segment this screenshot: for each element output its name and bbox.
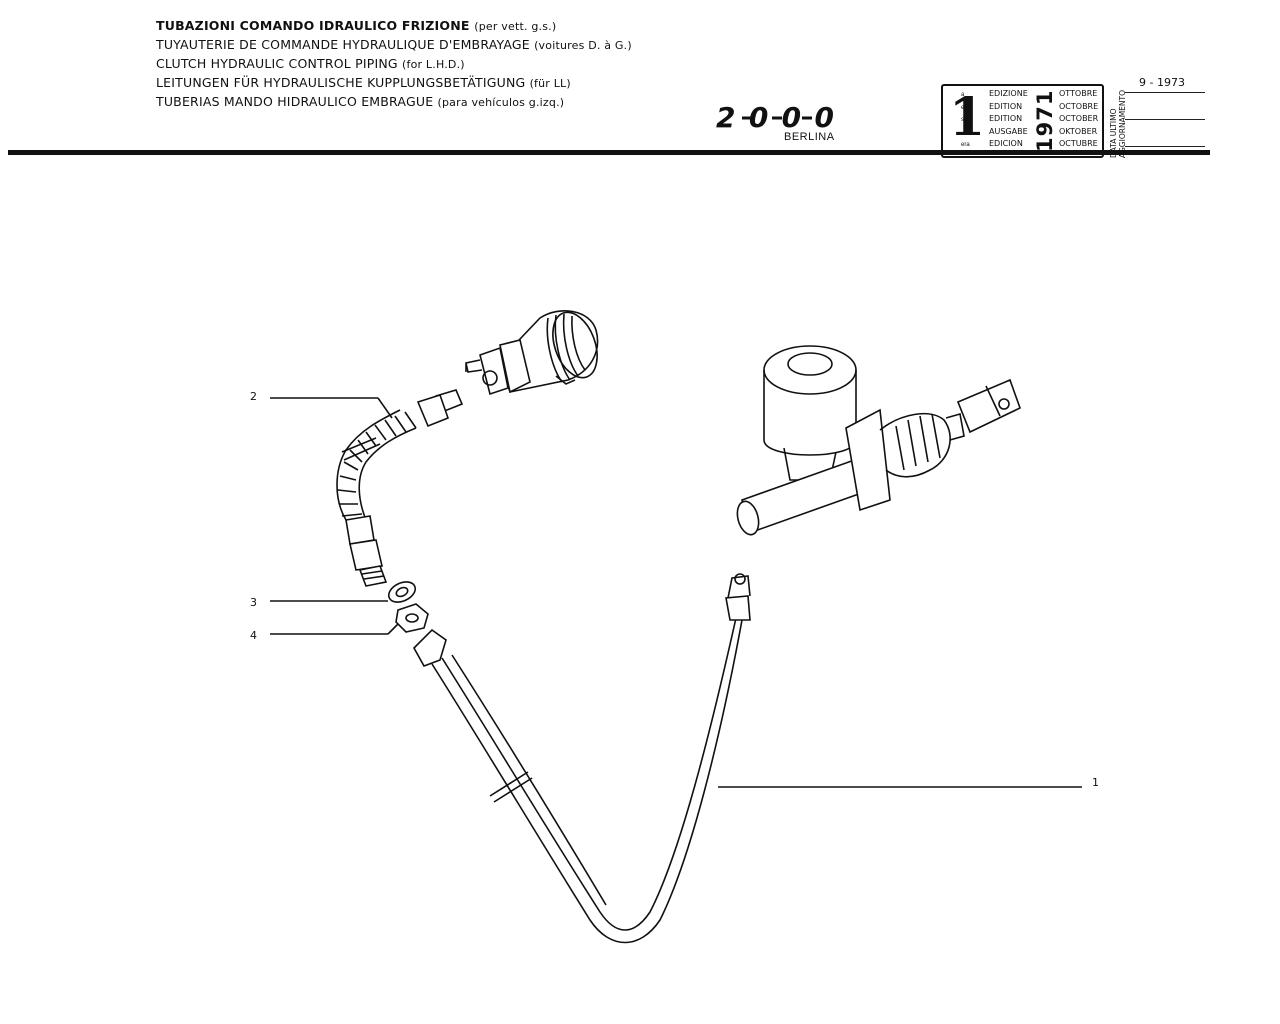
master-cylinder [736, 345, 1021, 536]
header-rule [8, 150, 1210, 155]
title-block: TUBAZIONI COMANDO IDRAULICO FRIZIONE (pe… [156, 17, 632, 112]
callout-2: 2 [250, 390, 257, 403]
edition-month: OCTUBRE [1059, 139, 1098, 149]
title-english-note: (for L.H.D.) [402, 58, 465, 71]
edition-label: EDITION [989, 101, 1023, 111]
edition-suffixes: a ere st . era [961, 89, 970, 152]
update-line [1125, 92, 1205, 93]
title-french-note: (voitures D. à G.) [534, 39, 632, 52]
model-body-label: BERLINA [784, 131, 835, 143]
title-french: TUYAUTERIE DE COMMANDE HYDRAULIQUE D'EMB… [156, 36, 632, 55]
edition-suffix: era [961, 142, 970, 149]
edition-number: 1 [949, 87, 986, 148]
title-german: LEITUNGEN FÜR HYDRAULISCHE KUPPLUNGSBETÄ… [156, 74, 632, 93]
last-update-date: 9 - 1973 [1139, 76, 1185, 89]
title-italian-text: TUBAZIONI COMANDO IDRAULICO FRIZIONE [156, 18, 470, 33]
edition-suffix: . [961, 129, 963, 136]
title-english-text: CLUTCH HYDRAULIC CONTROL PIPING [156, 56, 398, 71]
edition-label: EDITION [989, 114, 1023, 124]
title-italian-note: (per vett. g.s.) [474, 20, 557, 33]
washer [387, 581, 417, 603]
rigid-pipe [413, 573, 751, 944]
edition-month: OKTOBER [1059, 126, 1098, 136]
edition-suffix: st [961, 117, 966, 124]
title-spanish-text: TUBERIAS MANDO HIDRAULICO EMBRAGUE [156, 94, 434, 109]
edition-label: EDIZIONE [989, 89, 1028, 98]
edition-suffix: a [961, 92, 965, 98]
edition-month: OCTOBER [1059, 114, 1099, 124]
update-line [1125, 119, 1205, 120]
update-line [1125, 146, 1205, 147]
edition-months: OTTOBRE OCTOBRE OCTOBER OKTOBER OCTUBRE [1059, 88, 1098, 151]
title-english: CLUTCH HYDRAULIC CONTROL PIPING (for L.H… [156, 55, 632, 74]
edition-month: OCTOBRE [1059, 101, 1099, 111]
title-spanish-note: (para vehículos g.izq.) [437, 96, 565, 109]
title-italian: TUBAZIONI COMANDO IDRAULICO FRIZIONE (pe… [156, 17, 632, 36]
nut [395, 603, 429, 633]
model-logo: 2000 BERLINA [716, 105, 846, 149]
edition-month: OTTOBRE [1059, 89, 1098, 98]
flexible-hose [336, 389, 464, 587]
title-german-note: (für LL) [529, 77, 571, 90]
edition-label: EDICION [989, 139, 1023, 149]
callout-4: 4 [250, 629, 257, 642]
title-german-text: LEITUNGEN FÜR HYDRAULISCHE KUPPLUNGSBETÄ… [156, 75, 526, 90]
edition-box: 1 a ere st . era EDIZIONE EDITION EDITIO… [941, 84, 1104, 158]
title-spanish: TUBERIAS MANDO HIDRAULICO EMBRAGUE (para… [156, 93, 632, 112]
edition-labels: EDIZIONE EDITION EDITION AUSGABE EDICION [989, 88, 1028, 151]
edition-suffix: ere [961, 104, 970, 111]
title-french-text: TUYAUTERIE DE COMMANDE HYDRAULIQUE D'EMB… [156, 37, 530, 52]
slave-cylinder [465, 310, 599, 396]
model-logo-mark: 2000 [716, 105, 834, 133]
edition-label: AUSGABE [989, 126, 1028, 136]
callout-1: 1 [1092, 776, 1099, 789]
callout-3: 3 [250, 596, 257, 609]
